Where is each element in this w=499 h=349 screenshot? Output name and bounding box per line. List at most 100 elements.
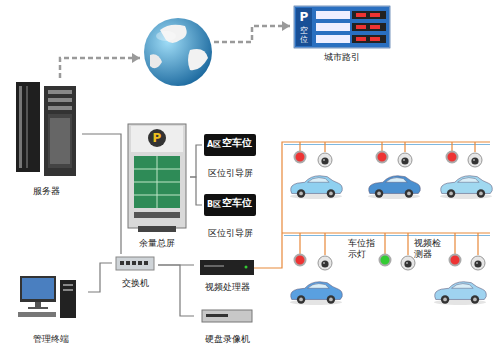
zone-screens [204,134,256,156]
device-label: 区位引导屏 [208,228,253,239]
cars [434,282,486,305]
switch [116,257,154,270]
server-towers [48,98,72,102]
video-processor [200,260,254,275]
device-label: 服务器 [33,186,60,197]
cable-line [88,263,112,292]
cars [290,176,342,199]
server-towers [50,118,70,164]
indicator-lights [450,255,461,266]
road-sign [294,6,390,48]
device-label: 视频处理器 [205,282,250,293]
indicator-lights [447,152,458,163]
remaining-total-screen [134,156,180,208]
video-detectors [471,256,485,270]
device-label: 硬盘录像机 [205,334,250,345]
management-pc [35,302,41,307]
connector-path [88,263,112,292]
video-detectors [401,256,415,270]
switch [120,261,124,265]
globe [144,18,212,86]
arrowhead [282,21,290,31]
remaining-total-screen [134,212,180,218]
road-sign [370,25,380,29]
video-detectors [318,153,332,167]
cars [290,176,492,305]
server-towers [16,82,76,176]
device-label: 交换机 [122,278,149,289]
remaining-total-screen [131,126,183,152]
arrowhead [132,53,140,63]
zone-screen: B区空车位区位引导屏 [202,192,258,242]
connector-path [60,58,140,78]
cars [290,282,342,305]
management-pc [18,312,56,317]
road-sign [294,6,390,48]
video-wires [300,233,478,255]
video-wires [300,142,475,152]
remaining-total-screen [128,124,186,228]
road-sign [370,13,380,17]
management-pc [28,307,48,309]
management-terminal: 管理终端 [14,272,88,346]
switch: 交换机 [112,254,158,292]
cars [440,176,492,199]
road-sign [352,23,386,31]
indicator-lights [295,255,306,266]
remaining-total-screen [134,156,180,208]
device-label: 区位引导屏 [208,168,253,179]
globe [156,31,176,41]
road-sign [370,37,380,41]
video-processor: 视频处理器 [194,258,260,296]
switch [116,257,154,270]
road-sign [352,35,386,43]
globe [144,18,212,86]
road-sign [316,23,350,31]
sign-text: 空位 [300,27,308,45]
globe [188,49,208,70]
server-towers [26,86,28,168]
management-pc [63,289,73,291]
indicator-lights [295,152,306,163]
server-towers [48,114,72,168]
server-towers [19,86,22,168]
video-processor [204,265,224,267]
server-towers [44,86,76,176]
video-processor [200,260,254,275]
device-label: 余量总屏 [139,238,175,249]
cable-line [158,265,194,316]
switch [132,261,136,265]
video-processor [245,266,248,269]
video-detectors [398,153,412,167]
road-sign [356,37,366,41]
network-arrow [60,21,290,78]
switch [126,261,130,265]
screen-text: 空车位 [222,197,252,209]
device-label: 管理终端 [33,334,69,345]
video-detectors [468,153,482,167]
device-label: 视频检测器 [414,238,442,260]
management-pc [18,276,76,318]
dvr [202,310,252,322]
indicator-lights [377,152,388,163]
globe [150,54,162,68]
device-label: 车位指示灯 [348,238,376,260]
cable-line [190,177,202,205]
connector-path [190,145,202,177]
zone-screens [204,194,256,216]
cable-line [82,134,121,254]
screen-text: A区 [207,140,221,150]
video-wires [254,142,490,268]
road-sign [294,6,390,48]
road-sign [352,11,386,19]
management-pc [60,280,76,318]
device-label: 城市路引 [324,52,360,63]
screen-text: B区 [207,200,221,210]
screen-text: 空车位 [222,137,252,149]
server-towers [48,90,72,94]
cable-line [190,145,202,177]
road-sign [356,13,366,17]
remaining-total-screen [128,124,186,232]
remaining-total-screen [148,129,166,147]
zone-screen: A区空车位区位引导屏 [202,132,258,182]
